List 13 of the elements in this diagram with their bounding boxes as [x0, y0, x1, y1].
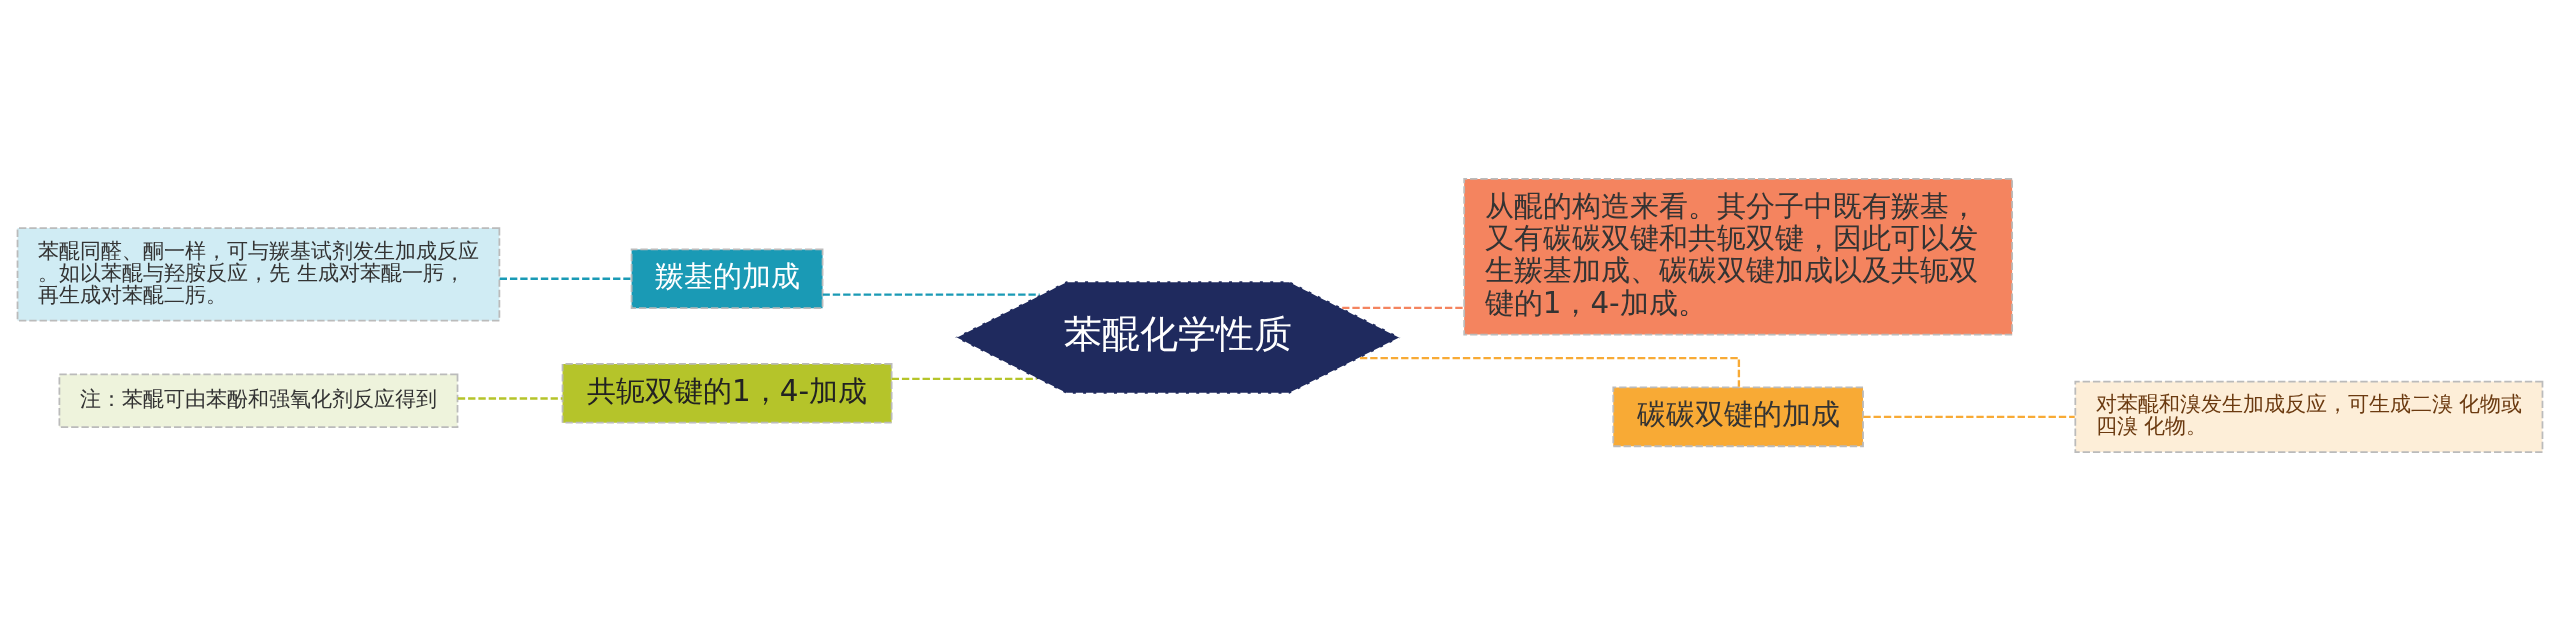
node-box: 羰基的加成	[630, 248, 824, 310]
connector	[499, 277, 632, 280]
connector	[891, 377, 1037, 381]
connector	[822, 293, 1040, 296]
node-box: 苯醌同醛、酮一样，可与羰基试剂发生加成反应。如以苯醌与羟胺反应，先 生成对苯醌一肟，再生成对苯醌二肟。	[16, 227, 501, 322]
node-box: 注：苯醌可由苯酚和强氧化剂反应得到	[58, 373, 459, 429]
node-box: 共轭双键的1，4-加成	[561, 363, 893, 424]
connector	[1863, 415, 2075, 419]
node-box: 对苯醌和溴发生加成反应，可生成二溴 化物或四溴 化物。	[2074, 380, 2544, 453]
node-box: 碳碳双键的加成	[1612, 386, 1864, 448]
connector	[457, 397, 563, 400]
node-box: 从醌的构造来看。其分子中既有羰基，又有碳碳双键和共轭双键，因此可以发生羰基加成、碳碳双键加成以及共轭双键的1，4-加成。	[1463, 178, 2014, 336]
connector	[1342, 306, 1464, 310]
